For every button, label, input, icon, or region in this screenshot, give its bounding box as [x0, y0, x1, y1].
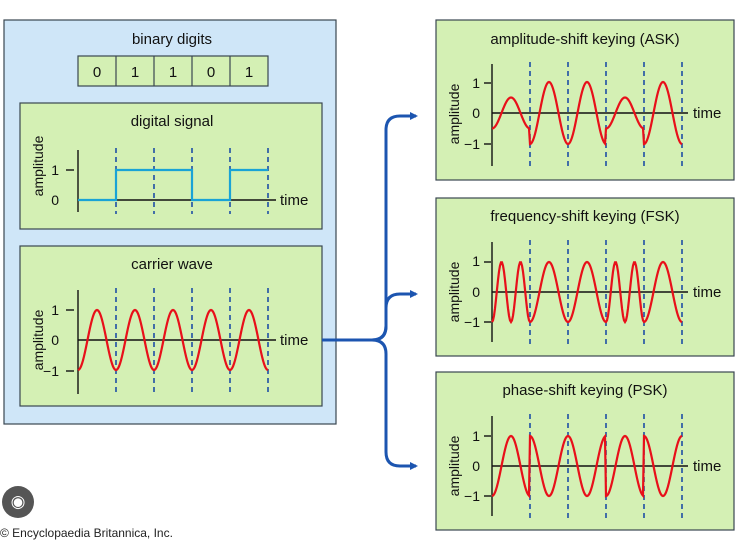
- bit-5: 1: [245, 64, 253, 81]
- psk-time-label: time: [693, 458, 721, 475]
- ask-tick-1: 1: [472, 75, 480, 91]
- fsk-tick-0: 0: [472, 284, 480, 300]
- digital-tick-1: 1: [51, 162, 59, 178]
- binary-digits-row: 0 1 1 0 1: [77, 55, 269, 87]
- fsk-panel: frequency-shift keying (FSK) amplitude 1…: [435, 197, 735, 357]
- psk-title: phase-shift keying (PSK): [502, 382, 667, 399]
- fsk-amplitude-label: amplitude: [446, 261, 462, 322]
- carrier-tick-minus1: −1: [43, 363, 59, 379]
- carrier-tick-1: 1: [51, 302, 59, 318]
- digital-amplitude-label: amplitude: [30, 135, 46, 196]
- ask-amplitude-label: amplitude: [446, 83, 462, 144]
- fsk-tick-1: 1: [472, 253, 480, 269]
- ask-panel: amplitude-shift keying (ASK) amplitude 1…: [435, 19, 735, 181]
- binary-digits-title: binary digits: [132, 31, 212, 48]
- carrier-tick-0: 0: [51, 332, 59, 348]
- psk-tick-minus1: −1: [464, 488, 480, 504]
- camera-lens-icon[interactable]: ◉: [2, 486, 34, 518]
- binary-digits-box: [77, 55, 269, 87]
- ask-wave-trace: [491, 80, 683, 147]
- digital-signal-trace: [78, 168, 268, 202]
- modulation-arrows: [322, 112, 418, 470]
- psk-wave-trace: [491, 433, 683, 499]
- copyright-credit: © Encyclopaedia Britannica, Inc.: [0, 526, 173, 540]
- fsk-tick-minus1: −1: [464, 314, 480, 330]
- digital-tick-0: 0: [51, 192, 59, 208]
- fsk-title: frequency-shift keying (FSK): [490, 208, 679, 225]
- carrier-wave-trace: [77, 308, 269, 372]
- digital-signal-title: digital signal: [131, 113, 214, 130]
- psk-amplitude-label: amplitude: [446, 435, 462, 496]
- bit-2: 1: [131, 64, 139, 81]
- ask-tick-0: 0: [472, 105, 480, 121]
- bit-1: 0: [93, 64, 101, 81]
- bit-3: 1: [169, 64, 177, 81]
- carrier-wave-panel: carrier wave amplitude 1 0 −1 time: [19, 245, 323, 407]
- ask-tick-minus1: −1: [464, 136, 480, 152]
- digital-signal-panel: digital signal amplitude 1 0 time: [19, 102, 323, 230]
- psk-tick-1: 1: [472, 428, 480, 444]
- psk-tick-0: 0: [472, 458, 480, 474]
- psk-panel: phase-shift keying (PSK) amplitude 1 0 −…: [435, 371, 735, 531]
- carrier-amplitude-label: amplitude: [30, 309, 46, 370]
- ask-title: amplitude-shift keying (ASK): [490, 31, 679, 48]
- digital-time-label: time: [280, 192, 308, 209]
- carrier-wave-title: carrier wave: [131, 256, 213, 273]
- fsk-wave-trace: [491, 260, 683, 325]
- bit-4: 0: [207, 64, 215, 81]
- fsk-time-label: time: [693, 284, 721, 301]
- carrier-time-label: time: [280, 332, 308, 349]
- ask-time-label: time: [693, 105, 721, 122]
